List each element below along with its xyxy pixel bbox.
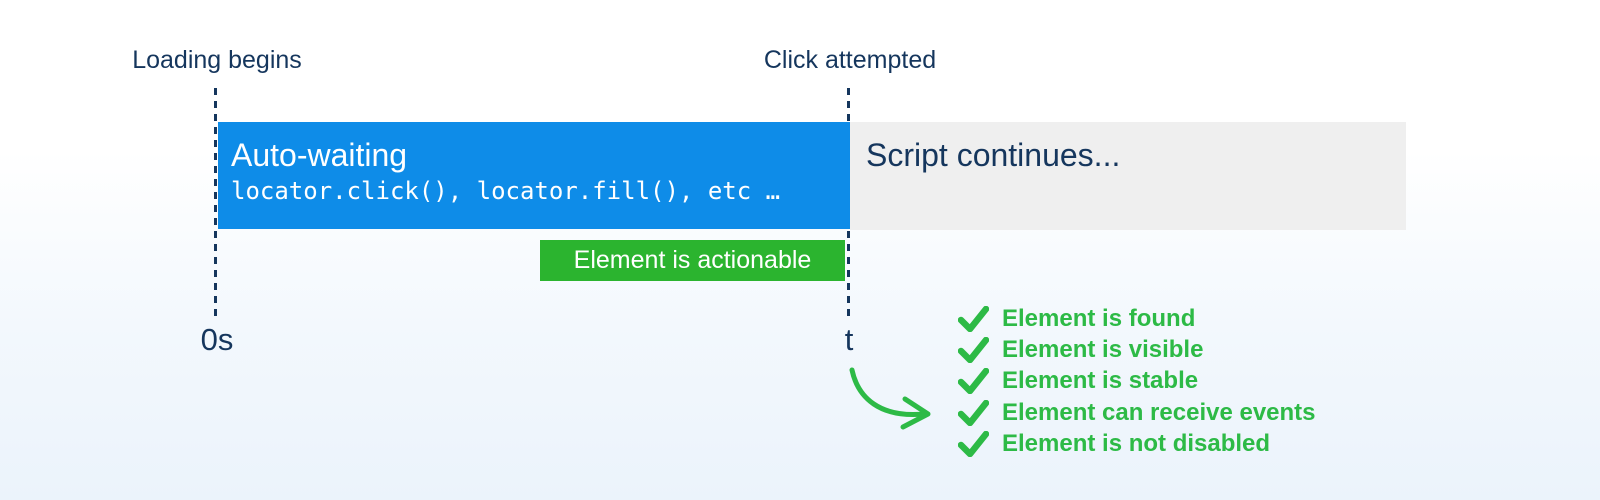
- checklist-item: Element is not disabled: [958, 429, 1316, 460]
- checkmark-icon: [958, 337, 989, 364]
- checkmark-icon: [958, 431, 989, 458]
- auto-waiting-title: Auto-waiting: [231, 137, 408, 173]
- checkmark-icon: [958, 368, 989, 395]
- click-attempted-label: Click attempted: [763, 46, 937, 74]
- actionability-checklist: Element is found Element is visible Elem…: [958, 303, 1316, 460]
- curved-arrow-icon: [842, 364, 942, 437]
- tick-zero-seconds: 0s: [200, 322, 234, 357]
- checklist-item-label: Element is not disabled: [1002, 430, 1271, 458]
- tick-t: t: [844, 322, 854, 357]
- loading-begins-label: Loading begins: [132, 46, 302, 74]
- checklist-item: Element can receive events: [958, 397, 1316, 428]
- loading-begins-dashed-line: [214, 88, 217, 318]
- script-continues-label: Script continues...: [866, 137, 1121, 173]
- auto-waiting-bar: Auto-waiting locator.click(), locator.fi…: [218, 122, 850, 229]
- checklist-item-label: Element is found: [1002, 304, 1196, 332]
- checklist-item-label: Element can receive events: [1002, 398, 1316, 426]
- checklist-item-label: Element is stable: [1002, 367, 1199, 395]
- checklist-item: Element is visible: [958, 334, 1316, 365]
- checklist-item: Element is found: [958, 303, 1316, 334]
- element-actionable-badge: Element is actionable: [540, 240, 845, 281]
- checklist-item: Element is stable: [958, 366, 1316, 397]
- script-continues-bar: Script continues...: [850, 122, 1406, 230]
- checkmark-icon: [958, 399, 989, 426]
- checklist-item-label: Element is visible: [1002, 336, 1204, 364]
- auto-waiting-code: locator.click(), locator.fill(), etc …: [231, 177, 781, 205]
- checkmark-icon: [958, 305, 989, 332]
